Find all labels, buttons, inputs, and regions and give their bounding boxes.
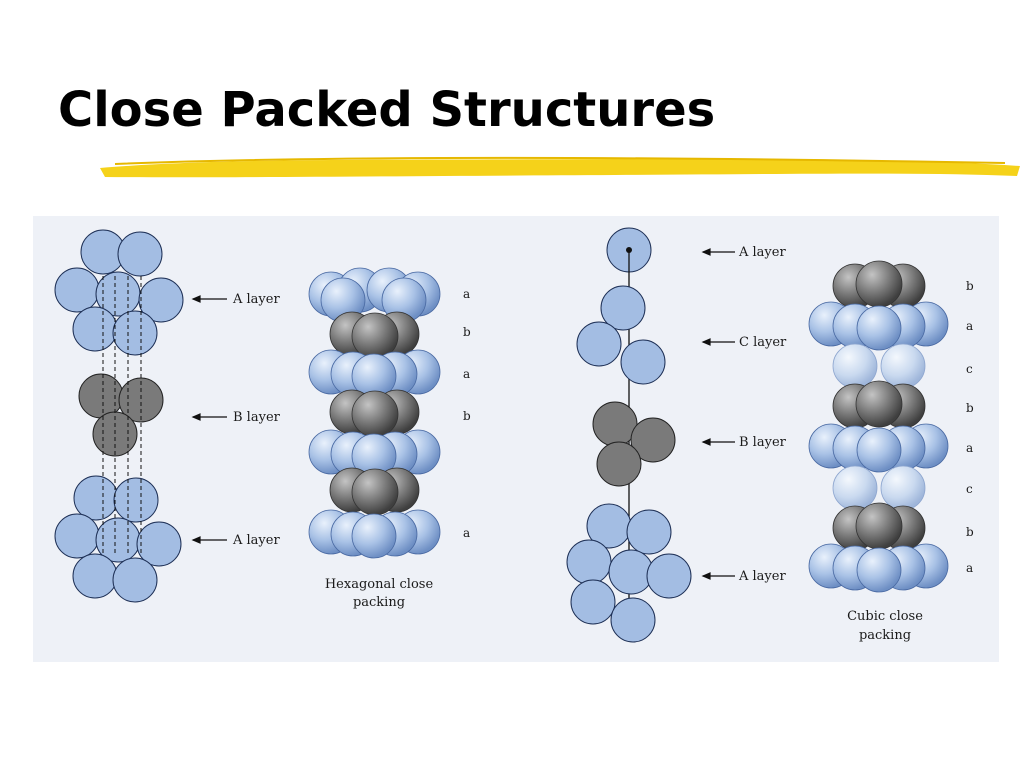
ccp-layer-a2 xyxy=(808,423,949,473)
hcp-layer-b2 xyxy=(329,389,420,438)
ccp-letter-8: a xyxy=(966,561,973,575)
hcp-layer-a1 xyxy=(308,267,441,323)
label-a-layer-bottom: A layer xyxy=(232,533,280,548)
hcp-layer-b3 xyxy=(329,467,420,516)
ccp-letter-3: c xyxy=(966,362,973,376)
close-packing-figure: A layer B layer A layer xyxy=(33,216,999,662)
hcp-letter-3: a xyxy=(463,367,470,381)
hcp-column: a b a b a Hexagonal close packing xyxy=(308,267,471,610)
hcp-letter-5: a xyxy=(463,526,470,540)
hcp-caption-line1: Hexagonal close xyxy=(325,577,434,592)
hcp-letter-2: b xyxy=(463,325,471,339)
ccp-column: b a c b a c b a Cubic close packing xyxy=(808,260,974,643)
ccp-letter-1: b xyxy=(966,279,974,293)
hcp-layer-a4 xyxy=(308,509,441,559)
label-a-layer-ccp-bottom: A layer xyxy=(738,569,786,584)
ccp-caption-line2: packing xyxy=(859,628,911,643)
ccp-layer-b2 xyxy=(832,380,926,429)
ccp-layer-b3 xyxy=(832,502,926,551)
ccp-layer-b1 xyxy=(832,260,926,309)
ccp-letter-5: a xyxy=(966,441,973,455)
ccp-layer-a3 xyxy=(808,543,949,593)
label-a-layer-ccp-top: A layer xyxy=(738,245,786,260)
ccp-letter-2: a xyxy=(966,319,973,333)
hcp-layer-a2 xyxy=(308,349,441,399)
hcp-letter-1: a xyxy=(463,287,470,301)
label-b-layer: B layer xyxy=(233,410,281,425)
ccp-layer-c2 xyxy=(832,465,926,511)
ccp-layer-a1 xyxy=(808,301,949,351)
slide-title: Close Packed Structures xyxy=(58,82,716,138)
ccp-letter-4: b xyxy=(966,401,974,415)
ccp-exploded-stack: A layer C layer B layer A layer xyxy=(566,227,787,643)
label-c-layer: C layer xyxy=(739,335,787,350)
hcp-letter-4: b xyxy=(463,409,471,423)
hcp-caption-line2: packing xyxy=(353,595,405,610)
label-b-layer-ccp: B layer xyxy=(739,435,787,450)
title-highlight-stroke xyxy=(100,156,1020,178)
ccp-caption-line1: Cubic close xyxy=(847,609,923,624)
label-a-layer-top: A layer xyxy=(232,292,280,307)
ccp-letter-6: c xyxy=(966,482,973,496)
hcp-layer-b1 xyxy=(329,311,420,360)
ccp-letter-7: b xyxy=(966,525,974,539)
hcp-exploded-stack: A layer B layer A layer xyxy=(54,229,281,603)
